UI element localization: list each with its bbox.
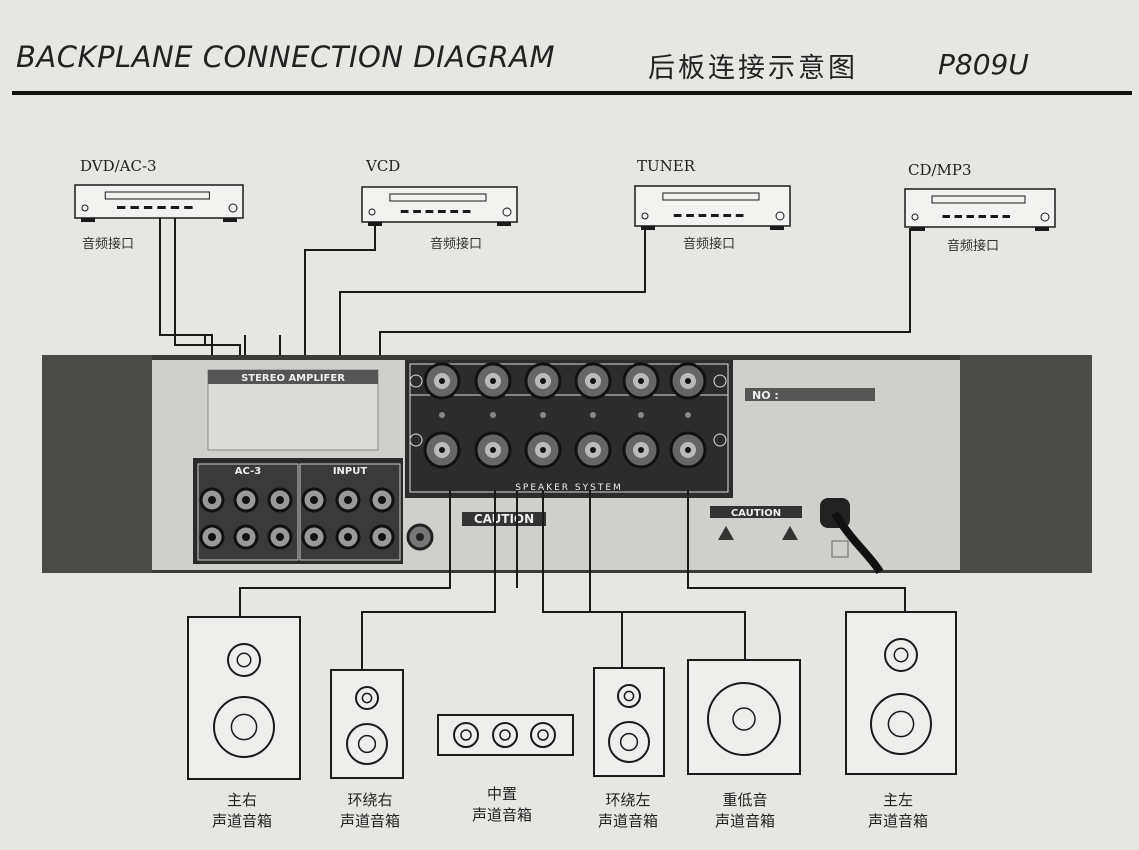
rca-jack [337,489,359,511]
post-screw [685,412,691,418]
rca-jack [269,526,291,548]
speaker-label-main-left: 主左声道音箱 [858,790,938,832]
binding-post [576,364,610,398]
dvd-player-icon [75,185,243,222]
surround-left-speaker-icon [594,668,664,776]
speaker-system-label: SPEAKER SYSTEM [515,483,623,493]
main-left-speaker-icon [846,612,956,774]
rca-jack [371,489,393,511]
speaker-label-subwoofer: 重低音声道音箱 [705,790,785,832]
binding-post [576,433,610,467]
rca-jack [201,526,223,548]
caution-label: CAUTION [474,512,534,526]
cd-mp3-player-icon [905,189,1055,231]
rca-jack [269,489,291,511]
source-label-cdmp3: CD/MP3 [908,161,972,179]
post-screw [540,412,546,418]
rca-jack [235,526,257,548]
post-screw [590,412,596,418]
speaker-label-center: 中置声道音箱 [462,784,542,826]
rca-jack [371,526,393,548]
caution2-label: CAUTION [731,508,781,519]
binding-post [425,364,459,398]
binding-post [671,433,705,467]
plate-title: STEREO AMPLIFER [241,373,345,384]
post-screw [490,412,496,418]
vcd-player-icon [362,187,517,226]
back-panel: STEREO AMPLIFER AC-3 INPUT SPEAKER SYSTE… [42,355,1092,573]
post-screw [638,412,644,418]
source-devices [75,185,1055,231]
tuner-icon [635,186,790,230]
binding-post [671,364,705,398]
binding-post [476,364,510,398]
speaker-boxes [188,612,956,779]
binding-post [624,364,658,398]
port-label-vcd: 音频接口 [430,233,482,252]
serial-number-label: NO : [752,389,779,402]
binding-post [425,433,459,467]
binding-post [476,433,510,467]
speaker-label-surround-right: 环绕右声道音箱 [330,790,410,832]
subwoofer-speaker-icon [688,660,800,774]
speaker-label-main-right: 主右声道音箱 [212,790,272,832]
rca-jack [303,526,325,548]
center-speaker-icon [438,715,573,755]
ac3-label: AC-3 [235,466,261,477]
speaker-label-surround-left: 环绕左声道音箱 [588,790,668,832]
binding-post [624,433,658,467]
post-screw [439,412,445,418]
source-label-dvd: DVD/AC-3 [80,157,157,175]
rca-jack [235,489,257,511]
surround-right-speaker-icon [331,670,403,778]
binding-post [526,364,560,398]
rca-jack [303,489,325,511]
binding-post [526,433,560,467]
port-label-cdmp3: 音频接口 [947,235,999,254]
input-label: INPUT [333,466,368,477]
port-label-tuner: 音频接口 [683,233,735,252]
rca-jack [201,489,223,511]
source-label-tuner: TUNER [637,157,695,175]
rca-jack [337,526,359,548]
main-right-speaker-icon [188,617,300,779]
source-label-vcd: VCD [366,157,400,175]
port-label-dvd: 音频接口 [82,233,134,252]
